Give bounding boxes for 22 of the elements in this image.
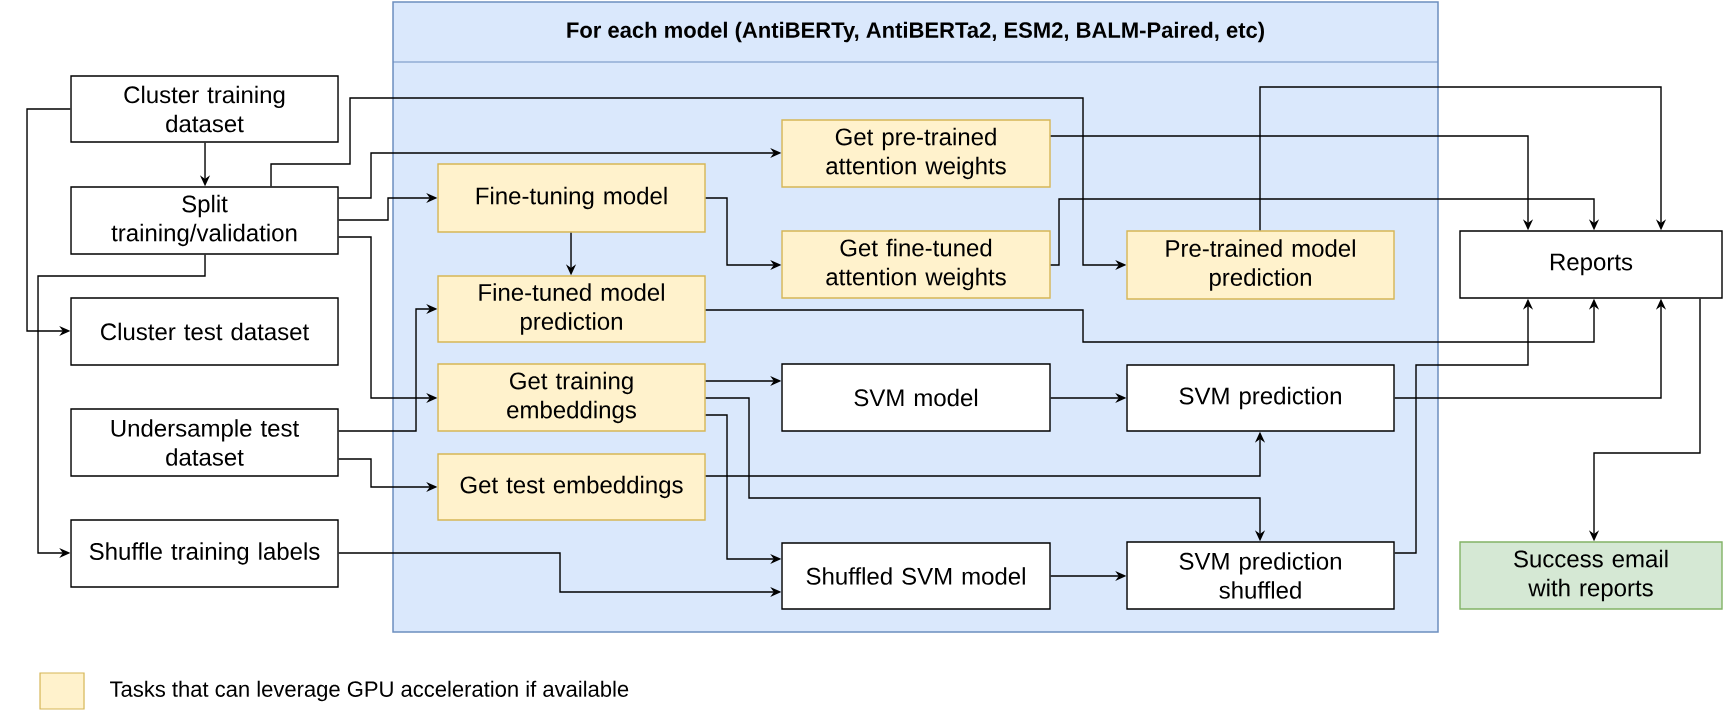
process-box: Get training embeddings (437, 363, 706, 432)
process-box: Shuffle training labels (70, 519, 339, 588)
process-box: Get test embeddings (437, 453, 706, 521)
process-box: Pre-trained model prediction (1126, 230, 1395, 300)
legend-text: Tasks that can leverage GPU acceleration if available (110, 680, 629, 702)
process-box: Shuffled SVM model (781, 542, 1051, 610)
arrow (1050, 198, 1600, 266)
process-box: Reports (1459, 230, 1723, 299)
process-box: Cluster training dataset (70, 75, 339, 143)
process-box: Fine-tuned model prediction (437, 275, 706, 343)
process-box: SVM prediction (1126, 364, 1395, 432)
panel-title: For each model (AntiBERTy, AntiBERTa2, ESM2, BALM-Paired, etc) (567, 21, 1264, 43)
process-box: Success email with reports (1459, 541, 1723, 610)
process-box: Split training/validation (70, 186, 339, 255)
process-box: SVM prediction shuffled (1126, 541, 1395, 610)
process-box: Fine-tuning model (437, 163, 706, 233)
process-box: Undersample test dataset (70, 408, 339, 477)
process-box: Cluster test dataset (70, 297, 339, 366)
process-box: Get fine-tuned attention weights (781, 230, 1051, 299)
process-box: Get pre-trained attention weights (781, 119, 1051, 188)
process-box: SVM model (781, 363, 1051, 432)
arrow (1259, 86, 1667, 231)
